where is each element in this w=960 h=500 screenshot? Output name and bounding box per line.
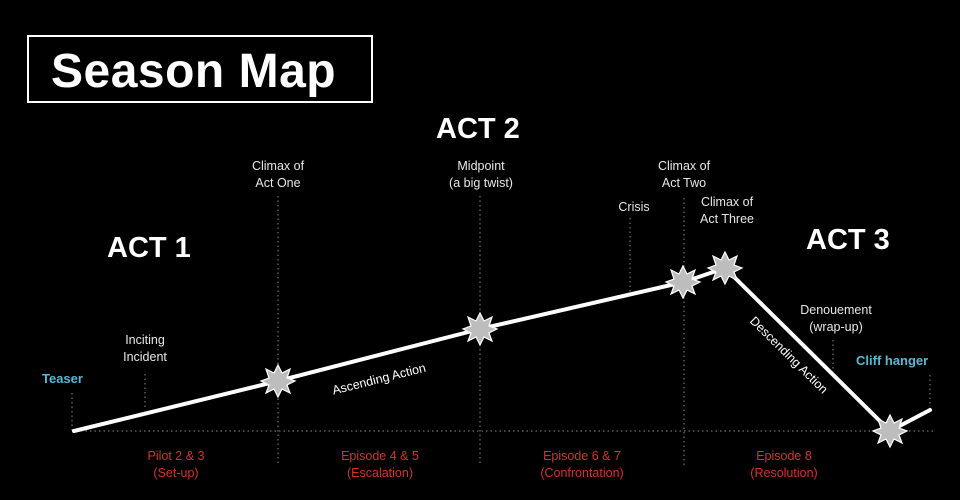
episode-label-4: Episode 8 (Resolution) (750, 449, 818, 480)
burst-climax-act-two (664, 264, 702, 300)
burst-climax-act-three (706, 250, 744, 286)
cliff-hanger-label: Cliff hanger (856, 353, 929, 368)
act-1-heading: ACT 1 (107, 232, 191, 264)
episode-label-1: Pilot 2 & 3 (Set-up) (147, 449, 205, 480)
denouement-label: Denouement (wrap-up) (800, 303, 872, 334)
story-arc-line (72, 266, 932, 433)
act-3-heading: ACT 3 (806, 224, 890, 256)
title-box: Season Map (27, 35, 373, 103)
inciting-incident-label: Inciting Incident (123, 333, 167, 364)
climax-act-three-label: Climax of Act Three (700, 195, 754, 226)
page-title: Season Map (51, 45, 337, 98)
burst-cliff-hanger (871, 413, 909, 449)
climax-act-two-label: Climax of Act Two (657, 159, 711, 190)
climax-act-one-label: Climax of Act One (251, 159, 305, 190)
teaser-label: Teaser (42, 371, 83, 386)
episode-label-2: Episode 4 & 5 (Escalation) (341, 449, 419, 480)
act-2-heading: ACT 2 (436, 113, 520, 145)
burst-midpoint (461, 311, 499, 347)
episode-label-3: Episode 6 & 7 (Confrontation) (540, 449, 624, 480)
midpoint-label: Midpoint (a big twist) (449, 159, 513, 190)
crisis-label: Crisis (618, 200, 650, 214)
burst-climax-act-one (259, 363, 297, 399)
ascending-action-label: Ascending Action (331, 361, 427, 398)
